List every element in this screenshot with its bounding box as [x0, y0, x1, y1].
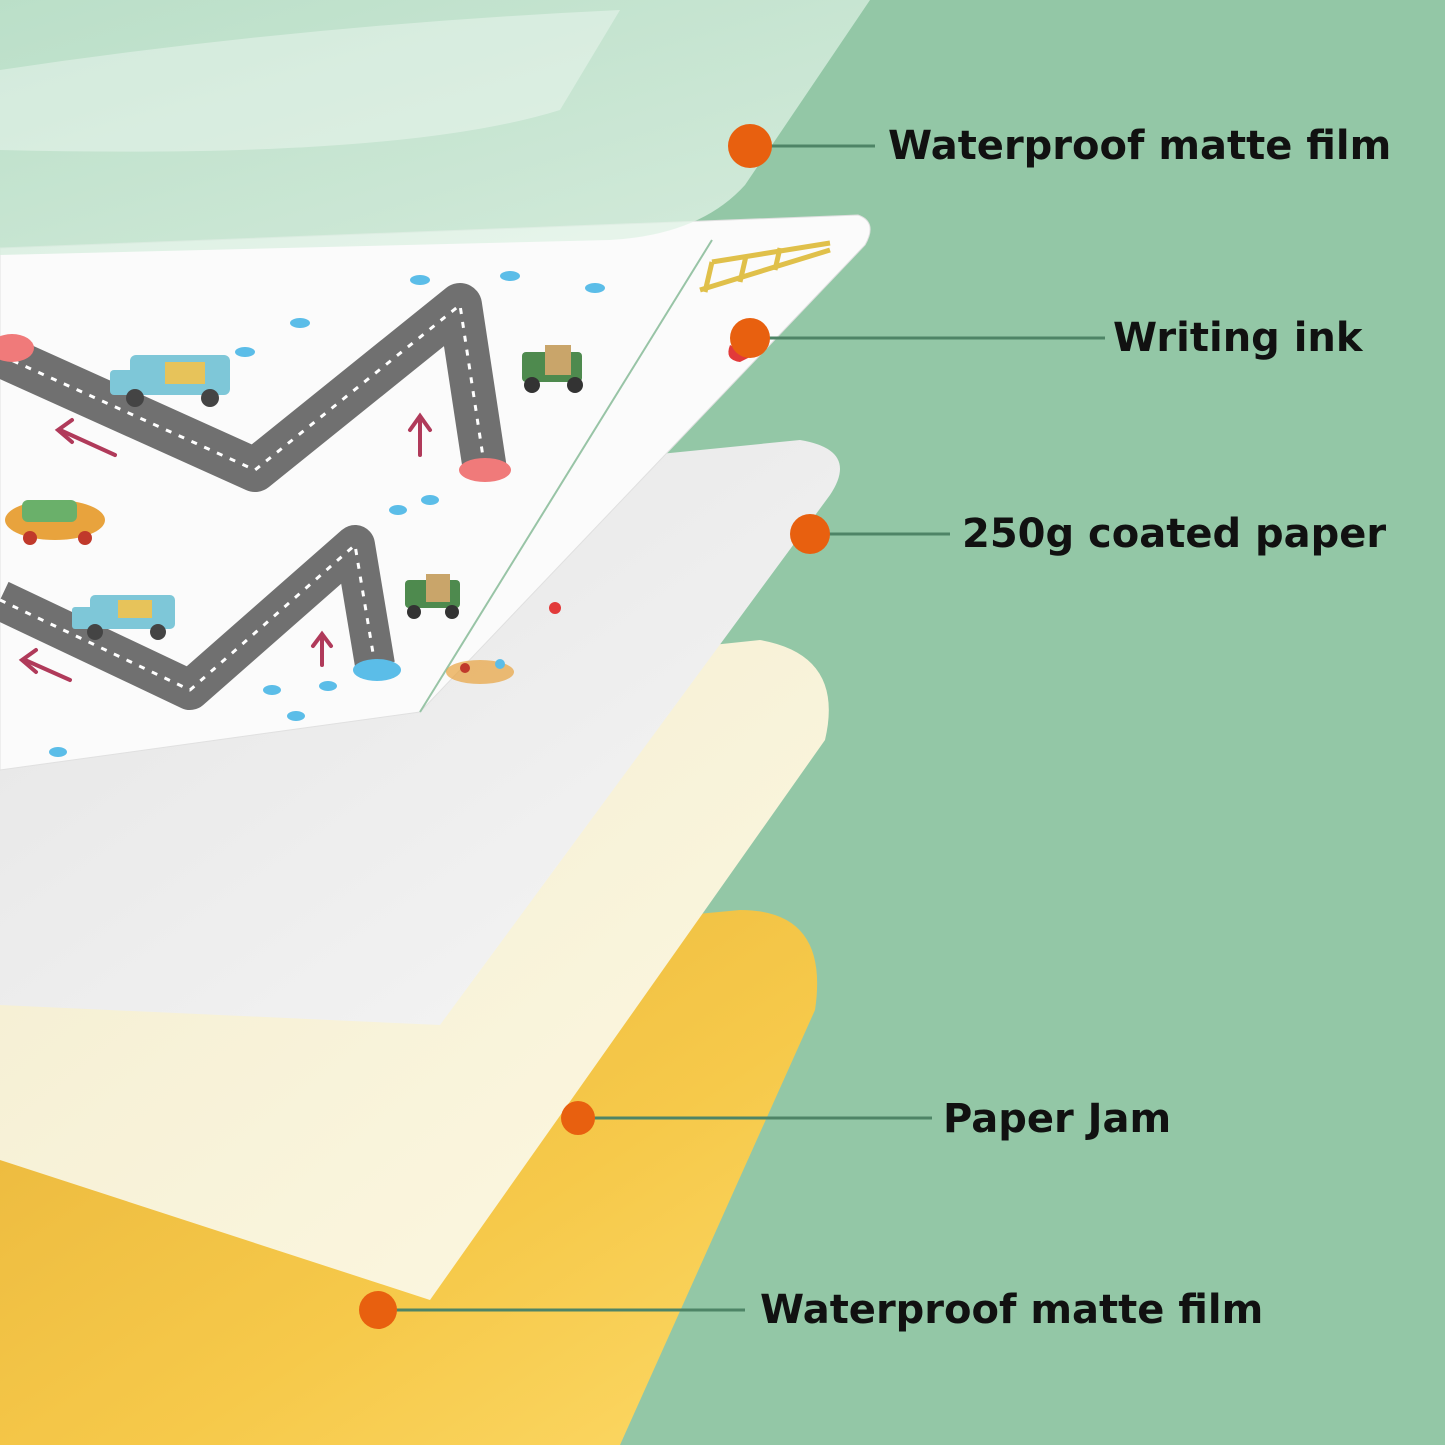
print-sheet-fold-line — [419, 239, 713, 713]
layer-label-paper-jam: Paper Jam — [943, 1096, 1172, 1142]
truck-icon — [72, 595, 175, 640]
tractor-icon — [522, 345, 583, 393]
layer-label-coated-paper: 250g coated paper — [962, 511, 1387, 557]
top-film-highlight — [0, 10, 620, 152]
blue-dots — [49, 271, 605, 757]
top-film-sheet — [0, 0, 870, 255]
print-sheet — [0, 214, 871, 771]
toy-vehicle-icon — [5, 500, 105, 545]
ladder-doodle-icon — [699, 240, 831, 293]
marker-dot — [790, 514, 830, 554]
red-dot — [549, 602, 561, 614]
layer-markers — [359, 124, 830, 1329]
road-lower-end — [353, 659, 401, 681]
layer-label-bottom-film: Waterproof matte film — [760, 1287, 1264, 1333]
truck-icon — [110, 355, 230, 407]
layer-label-writing-ink: Writing ink — [1113, 315, 1363, 361]
decorative-sticker-icon — [446, 659, 514, 684]
direction-arrows — [18, 412, 432, 682]
layer-label-top-film: Waterproof matte film — [888, 123, 1392, 169]
road-lower-dashes — [0, 543, 377, 692]
tractor-icon — [405, 574, 460, 619]
road-upper-end — [459, 458, 511, 482]
marker-dot — [728, 124, 772, 168]
marker-dot — [359, 1291, 397, 1329]
marker-dot — [730, 318, 770, 358]
road-upper-start — [0, 334, 34, 362]
marker-dot — [561, 1101, 595, 1135]
road-upper-dashes — [0, 303, 487, 472]
